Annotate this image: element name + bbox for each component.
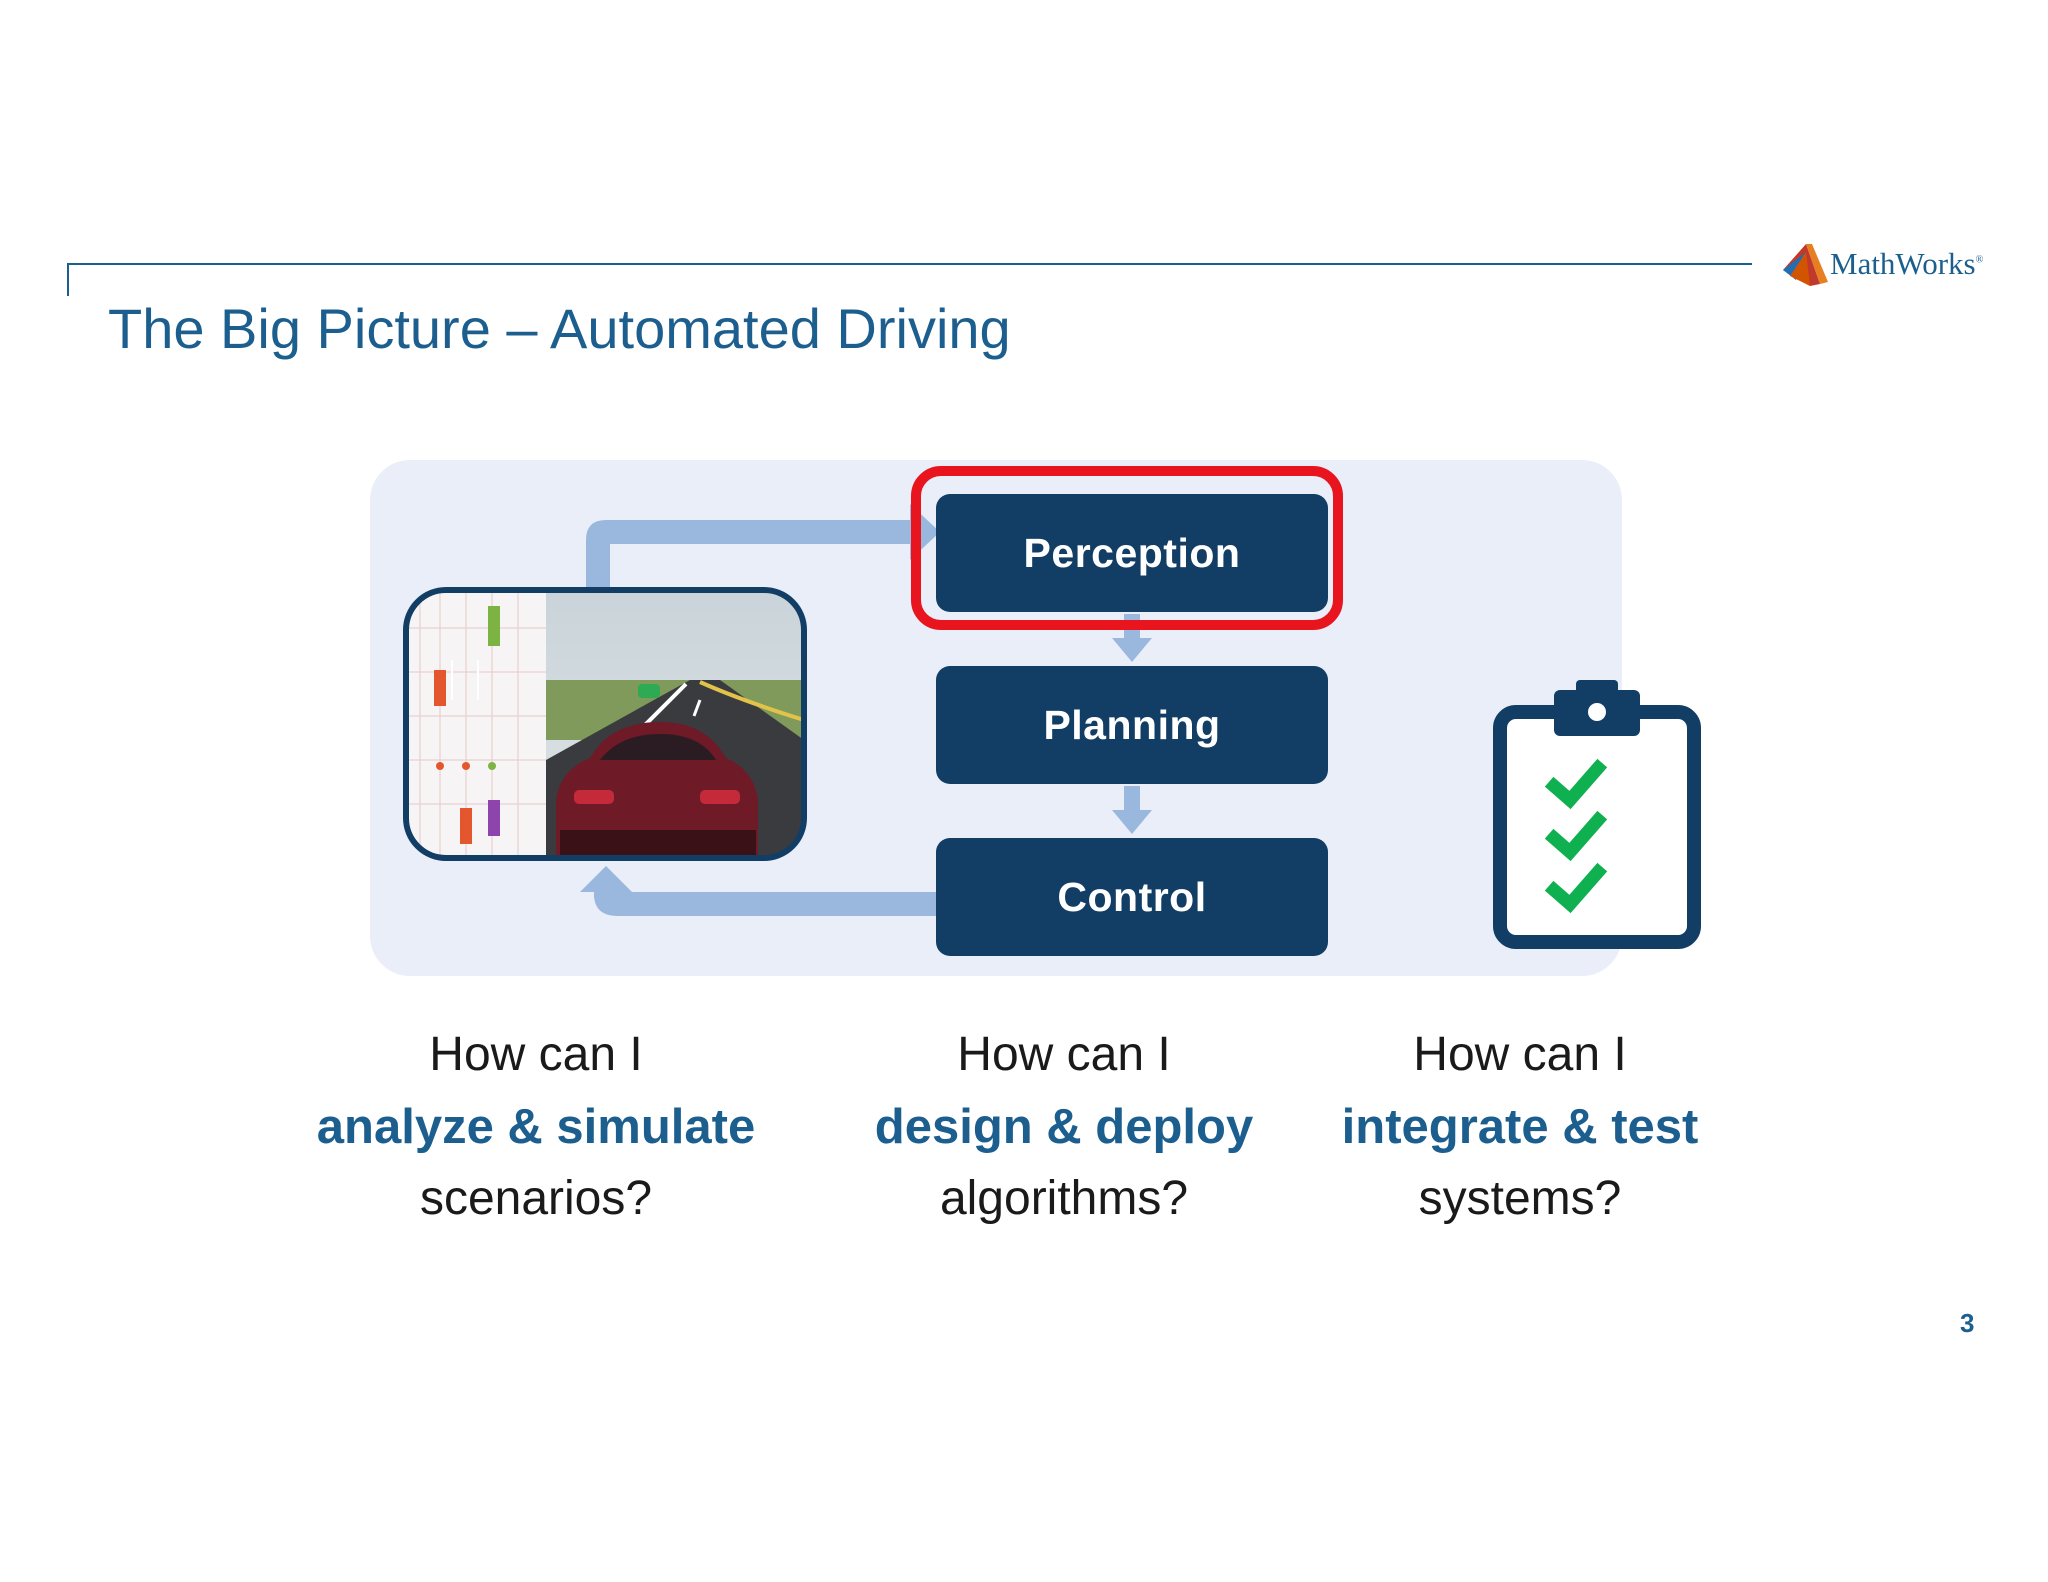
block-perception: Perception: [936, 494, 1328, 612]
question-design: How can I design & deploy algorithms?: [784, 1020, 1344, 1234]
question-tail: systems?: [1418, 1172, 1622, 1225]
block-planning: Planning: [936, 666, 1328, 784]
simulation-scene-image: [403, 587, 807, 861]
mathworks-logo-icon: [1783, 244, 1828, 286]
page-number: 3: [1960, 1308, 1975, 1338]
simulation-frame: [403, 587, 807, 861]
mathworks-logo-text: MathWorks®: [1830, 246, 1983, 282]
question-emphasis: analyze & simulate: [316, 1100, 756, 1154]
perception-highlight-box: [911, 466, 1343, 630]
question-emphasis: design & deploy: [874, 1100, 1254, 1154]
check-icons: [1544, 758, 1608, 914]
question-lead: How can I: [957, 1028, 1171, 1081]
question-analyze: How can I analyze & simulate scenarios?: [256, 1020, 816, 1234]
question-tail: algorithms?: [939, 1172, 1189, 1225]
question-lead: How can I: [1413, 1028, 1627, 1081]
page-title: The Big Picture – Automated Driving: [108, 297, 1011, 360]
question-emphasis: integrate & test: [1341, 1100, 1699, 1154]
block-control: Control: [936, 838, 1328, 956]
arrow-planning-to-control: [1112, 786, 1152, 834]
question-tail: scenarios?: [419, 1172, 653, 1225]
question-integrate: How can I integrate & test systems?: [1240, 1020, 1800, 1234]
clipboard-checklist-icon: [1493, 680, 1701, 949]
registered-mark: ®: [1975, 254, 1984, 266]
arrow-from-control: [580, 866, 940, 916]
logo-wordmark: MathWorks: [1830, 246, 1976, 281]
question-lead: How can I: [429, 1028, 643, 1081]
